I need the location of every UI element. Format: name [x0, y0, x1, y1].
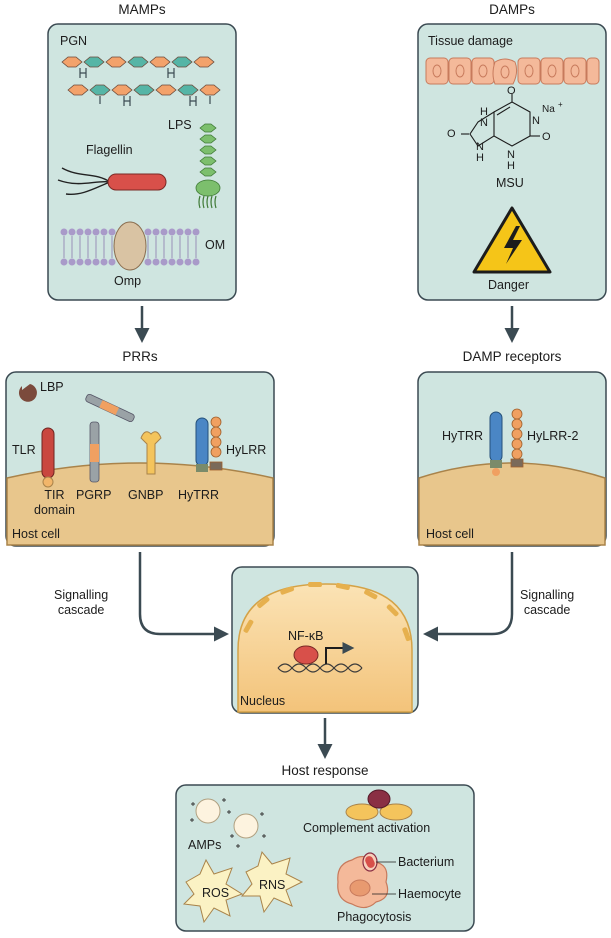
om-label: OM	[205, 238, 226, 252]
transcription-arrow-icon	[325, 642, 355, 664]
ros-icon	[182, 858, 244, 924]
damps-panel	[417, 23, 607, 301]
hytrr-label: HyTRR	[178, 488, 219, 502]
msu-atom-n-top: N	[480, 117, 488, 129]
lps-label: LPS	[168, 118, 192, 132]
pgrp-receptor-icon	[85, 393, 135, 483]
haemocyte-icon	[337, 852, 389, 909]
danger-label: Danger	[488, 278, 529, 292]
complement-activation-label: Complement activation	[303, 821, 431, 835]
hytrr-receptor-icon	[195, 417, 209, 472]
dna-icon	[277, 663, 363, 673]
danger-sign-icon	[472, 206, 552, 274]
msu-atom-na: Na	[542, 104, 555, 115]
tlr-receptor-icon	[41, 427, 55, 488]
damp-host-cell-label: Host cell	[426, 527, 474, 541]
damp-hytrr-icon	[489, 411, 503, 476]
hylrr-label: HyLRR	[226, 443, 267, 457]
msu-atom-o-left: O	[447, 128, 456, 140]
damps-heading: DAMPs	[489, 2, 535, 17]
msu-atom-n-right: N	[532, 115, 540, 127]
msu-atom-h-bottom: H	[476, 152, 484, 164]
signalling-arrow-right	[423, 552, 514, 642]
msu-atom-n-bottom: N	[476, 141, 484, 153]
rns-label: RNS	[259, 878, 286, 892]
phagocytosis-label: Phagocytosis	[337, 910, 412, 924]
signalling-cascade-right-label: Signalling cascade	[520, 588, 575, 617]
omp-label: Omp	[114, 274, 142, 288]
amps-icon	[190, 798, 266, 848]
nucleus-label: Nucleus	[240, 694, 286, 708]
amps-label: AMPs	[188, 838, 222, 852]
prrs-heading: PRRs	[122, 349, 158, 364]
gnbp-receptor-icon	[140, 431, 162, 475]
tlr-label: TLR	[12, 443, 36, 457]
host-response-heading: Host response	[281, 763, 369, 778]
pgn-label: PGN	[60, 34, 88, 48]
msu-atom-h-top: H	[480, 106, 488, 118]
damp-host-cell-membrane	[418, 462, 606, 546]
mamps-heading: MAMPs	[118, 2, 166, 17]
flagellin-label: Flagellin	[86, 143, 133, 157]
lbp-label: LBP	[40, 380, 64, 394]
tissue-damage-icon	[425, 57, 600, 85]
msu-molecule-icon	[461, 94, 540, 147]
damp-hylrr2-label: HyLRR-2	[527, 429, 579, 443]
prrs-host-cell-label: Host cell	[12, 527, 60, 541]
msu-atom-plus: +	[558, 100, 563, 109]
bacterium-label: Bacterium	[398, 855, 455, 869]
nfkb-icon	[293, 645, 319, 665]
msu-atom-h-lower: H	[507, 160, 515, 172]
lbp-icon	[18, 384, 37, 402]
damp-hylrr2-icon	[510, 408, 524, 468]
complement-icon	[345, 789, 413, 821]
ros-label: ROS	[202, 886, 230, 900]
msu-atom-o-top: O	[507, 85, 516, 97]
flagellin-icon	[57, 167, 167, 196]
lps-icon	[195, 123, 221, 209]
damp-hytrr-label: HyTRR	[442, 429, 483, 443]
signalling-arrow-left	[138, 552, 229, 642]
pgrp-label: PGRP	[76, 488, 112, 502]
pgn-icon	[61, 56, 221, 106]
damp-receptors-heading: DAMP receptors	[462, 349, 562, 364]
hylrr-receptor-icon	[209, 416, 223, 471]
outer-membrane-icon	[60, 221, 200, 271]
tissue-damage-label: Tissue damage	[428, 34, 513, 48]
msu-atom-o-right: O	[542, 131, 551, 143]
gnbp-label: GNBP	[128, 488, 164, 502]
msu-atom-n-lower: N	[507, 149, 515, 161]
msu-label: MSU	[496, 176, 524, 190]
tir-domain-label: TIR domain	[34, 488, 75, 517]
rns-icon	[240, 850, 304, 914]
signalling-cascade-left-label: Signalling cascade	[54, 588, 109, 617]
nfkb-label: NF-κB	[288, 629, 324, 643]
haemocyte-label: Haemocyte	[398, 887, 462, 901]
